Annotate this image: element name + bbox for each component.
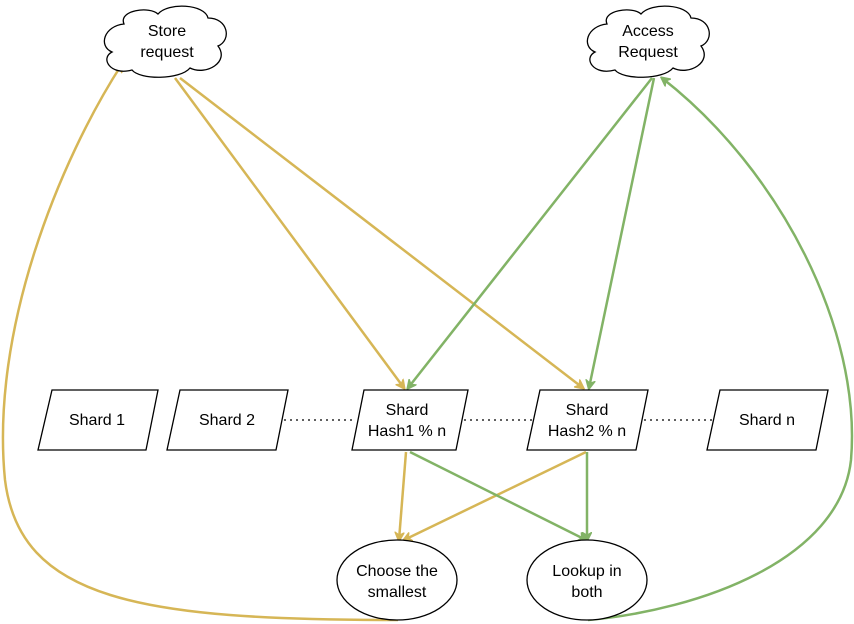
lookup-both-shape [526,539,648,621]
arrow-lookup-back-to-access [587,78,854,622]
access-request-cloud: Access Request [586,5,710,78]
shard-hash1-shape [351,389,469,451]
shard-hash2-shape [526,389,649,451]
shard-hash2-line1: Shard [566,402,609,419]
shard-hash1-line2: Hash1 % n [368,423,446,440]
shard-2-shape [166,389,289,451]
choose-smallest-shape [336,539,458,621]
arrow-access-to-hash2 [589,77,656,388]
shard-hash1-line1: Shard [386,402,429,419]
shard-n: Shard n [706,389,829,451]
access-flow-arrows [408,77,854,622]
arrow-store-to-hash1 [173,77,404,388]
lookup-both-node: Lookup in both [526,539,648,621]
shard-2: Shard 2 [166,389,289,451]
store-request-cloud: Store request [103,5,227,78]
choose-smallest-node: Choose the smallest [336,539,458,621]
store-cloud-line1: Store [148,23,186,40]
lookup-both-line1: Lookup in [552,563,621,580]
lookup-both-line2: both [571,584,602,601]
arrow-hash2-to-choose [404,450,587,540]
access-cloud-shape [586,5,710,78]
shard-n-label: Shard n [739,412,795,429]
shard-1-label: Shard 1 [69,412,125,429]
shard-1-shape [37,389,159,451]
arrow-hash1-to-lookup [409,450,586,540]
choose-smallest-line1: Choose the [356,563,438,580]
access-cloud-line1: Access [622,23,674,40]
arrow-access-to-hash1 [408,77,653,388]
arrow-store-to-hash2 [179,77,583,388]
store-cloud-line2: request [140,44,194,61]
arrow-hash1-to-choose [399,451,408,540]
arrow-choose-back-to-store [1,64,399,622]
shard-hash2: Shard Hash2 % n [526,389,649,451]
shard-2-label: Shard 2 [199,412,255,429]
store-flow-arrows [1,64,587,622]
shard-1: Shard 1 [37,389,159,451]
shard-hash1: Shard Hash1 % n [351,389,469,451]
access-cloud-line2: Request [618,44,678,61]
choose-smallest-line2: smallest [368,584,427,601]
store-cloud-shape [103,5,227,78]
shard-n-shape [706,389,829,451]
shard-hash2-line2: Hash2 % n [548,423,626,440]
